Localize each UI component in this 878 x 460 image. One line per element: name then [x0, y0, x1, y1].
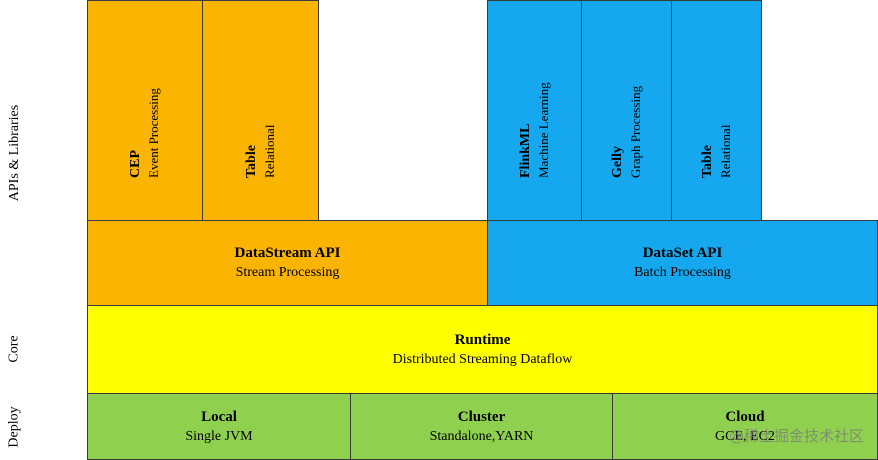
library-table-batch-subtitle: Relational — [717, 124, 733, 178]
deploy-cloud-title: Cloud — [725, 408, 765, 425]
library-cep-label: CEP Event Processing — [127, 88, 163, 178]
layer-label-apis: APIs & Libraries — [0, 0, 30, 305]
datastream-api-title: DataStream API — [234, 245, 341, 261]
layer-label-core-text: Core — [7, 335, 22, 363]
library-table-batch-title: Table — [699, 145, 715, 178]
library-table-batch: Table Relational — [671, 0, 762, 221]
library-table-batch-label: Table Relational — [699, 125, 735, 178]
library-table-stream: Table Relational — [202, 0, 319, 221]
library-gelly-label: Gelly Graph Processing — [609, 86, 645, 178]
dataset-api-box: DataSet API Batch Processing — [487, 220, 878, 306]
library-cep-title: CEP — [128, 150, 143, 178]
library-table-stream-label: Table Relational — [243, 125, 279, 178]
deploy-cloud-box: Cloud GCE, EC2 — [612, 393, 878, 460]
layer-label-deploy: Deploy — [0, 393, 30, 460]
library-flinkml-label: FlinkML Machine Learning — [517, 82, 553, 178]
library-cep: CEP Event Processing — [87, 0, 203, 221]
layer-label-core: Core — [0, 305, 30, 393]
dataset-api-subtitle: Batch Processing — [634, 265, 731, 280]
runtime-subtitle: Distributed Streaming Dataflow — [392, 351, 573, 367]
deploy-local-title: Local — [201, 408, 237, 425]
library-cep-subtitle: Event Processing — [146, 88, 161, 178]
deploy-local-subtitle: Single JVM — [185, 428, 253, 444]
runtime-title: Runtime — [454, 331, 511, 348]
library-gelly-title: Gelly — [609, 146, 625, 178]
deploy-cluster-subtitle: Standalone,YARN — [429, 428, 534, 444]
datastream-api-subtitle: Stream Processing — [235, 265, 340, 280]
datastream-api-box: DataStream API Stream Processing — [87, 220, 488, 306]
library-flinkml-title: FlinkML — [517, 123, 533, 178]
deploy-cloud-subtitle: GCE, EC2 — [715, 428, 775, 444]
runtime-box: Runtime Distributed Streaming Dataflow — [87, 305, 878, 394]
deploy-cluster-box: Cluster Standalone,YARN — [350, 393, 613, 460]
library-gelly: Gelly Graph Processing — [581, 0, 672, 221]
deploy-cluster-title: Cluster — [457, 408, 506, 425]
library-table-stream-title: Table — [243, 145, 259, 178]
library-gelly-subtitle: Graph Processing — [627, 85, 643, 178]
dataset-api-title: DataSet API — [642, 245, 723, 261]
watermark-text: @稀土掘金技术社区 — [728, 427, 864, 445]
layer-label-deploy-text: Deploy — [7, 405, 22, 448]
deploy-local-box: Local Single JVM — [87, 393, 351, 460]
library-flinkml-subtitle: Machine Learning — [535, 82, 551, 178]
layer-label-apis-text: APIs & Libraries — [7, 104, 22, 201]
library-flinkml: FlinkML Machine Learning — [487, 0, 582, 221]
library-table-stream-subtitle: Relational — [261, 124, 277, 178]
